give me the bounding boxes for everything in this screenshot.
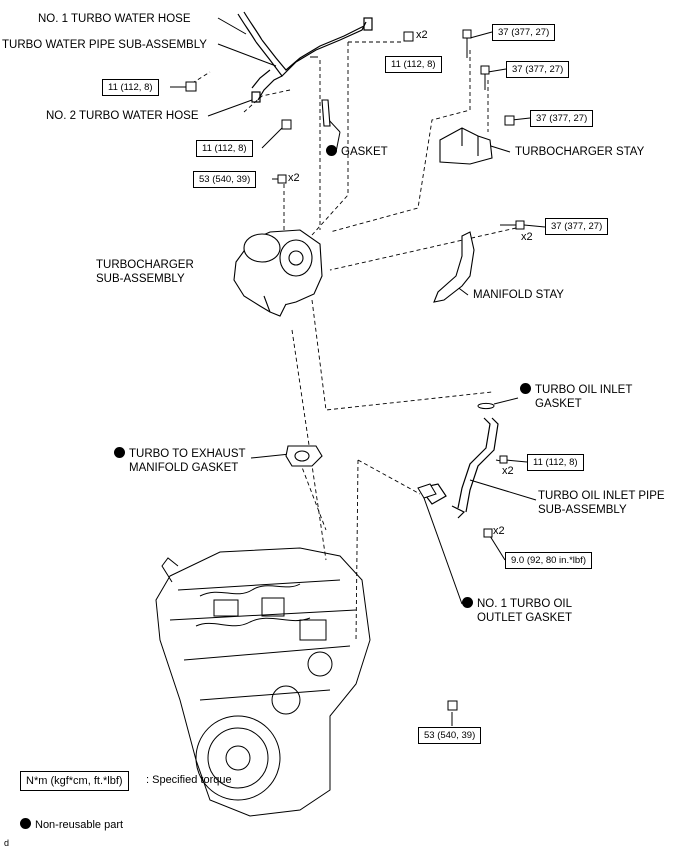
gasket-text: GASKET	[341, 146, 388, 158]
turbo-exhaust-gasket-line1: TURBO TO EXHAUST	[129, 448, 246, 460]
torque-box: 11 (112, 8)	[385, 56, 442, 73]
torque-box: 53 (540, 39)	[418, 727, 482, 744]
turbo-water-pipe-label: TURBO WATER PIPE SUB-ASSEMBLY	[2, 39, 207, 51]
quantity-label: x2	[288, 172, 300, 184]
turbocharger-label-line2: SUB-ASSEMBLY	[96, 273, 185, 285]
torque-box: 37 (377, 27)	[545, 218, 609, 235]
corner-mark: d	[4, 838, 10, 848]
quantity-label: x2	[502, 465, 514, 477]
non-reusable-dot-icon	[462, 597, 473, 608]
no1-turbo-water-hose-label: NO. 1 TURBO WATER HOSE	[38, 13, 191, 25]
no1-turbo-oil-outlet-line2: OUTLET GASKET	[477, 612, 573, 624]
quantity-label: x2	[493, 525, 505, 537]
torque-legend-box: N*m (kgf*cm, ft.*lbf)	[20, 771, 129, 791]
non-reusable-dot-icon	[520, 383, 531, 394]
non-reusable-dot-icon	[20, 818, 31, 829]
torque-box: 11 (112, 8)	[102, 79, 159, 96]
torque-box: 37 (377, 27)	[530, 110, 594, 127]
torque-box: 37 (377, 27)	[492, 24, 556, 41]
torque-box: 11 (112, 8)	[527, 454, 584, 471]
turbo-exhaust-manifold-gasket-label: TURBO TO EXHAUST MANIFOLD GASKET	[114, 447, 246, 475]
torque-box: 9.0 (92, 80 in.*lbf)	[505, 552, 592, 569]
torque-box: 53 (540, 39)	[193, 171, 257, 188]
turbo-exhaust-gasket-line2: MANIFOLD GASKET	[129, 462, 239, 474]
turbo-oil-inlet-pipe-line2: SUB-ASSEMBLY	[538, 504, 627, 516]
no1-turbo-oil-outlet-line1: NO. 1 TURBO OIL	[477, 598, 573, 610]
turbo-oil-inlet-gasket-label: TURBO OIL INLET GASKET	[520, 383, 632, 411]
non-reusable-dot-icon	[326, 145, 337, 156]
non-reusable-dot-icon	[114, 447, 125, 458]
no1-turbo-oil-outlet-gasket-label: NO. 1 TURBO OIL OUTLET GASKET	[462, 597, 572, 625]
gasket-label: GASKET	[326, 145, 388, 159]
turbo-oil-inlet-pipe-line1: TURBO OIL INLET PIPE	[538, 490, 665, 502]
nonreusable-legend: Non-reusable part	[20, 818, 123, 831]
turbocharger-label-line1: TURBOCHARGER	[96, 259, 194, 271]
torque-box: 11 (112, 8)	[196, 140, 253, 157]
torque-box: 37 (377, 27)	[506, 61, 570, 78]
turbo-oil-inlet-pipe-label: TURBO OIL INLET PIPE SUB-ASSEMBLY	[538, 489, 665, 517]
manifold-stay-label: MANIFOLD STAY	[473, 289, 564, 301]
turbo-oil-inlet-gasket-line2: GASKET	[535, 398, 582, 410]
no2-turbo-water-hose-label: NO. 2 TURBO WATER HOSE	[46, 110, 199, 122]
turbo-oil-inlet-gasket-line1: TURBO OIL INLET	[535, 384, 633, 396]
quantity-label: x2	[521, 231, 533, 243]
turbocharger-sub-assembly-label: TURBOCHARGER SUB-ASSEMBLY	[96, 258, 194, 286]
torque-legend-desc: : Specified torque	[146, 774, 232, 786]
quantity-label: x2	[416, 29, 428, 41]
turbocharger-stay-label: TURBOCHARGER STAY	[515, 146, 645, 158]
nonreusable-legend-text: Non-reusable part	[35, 819, 124, 831]
